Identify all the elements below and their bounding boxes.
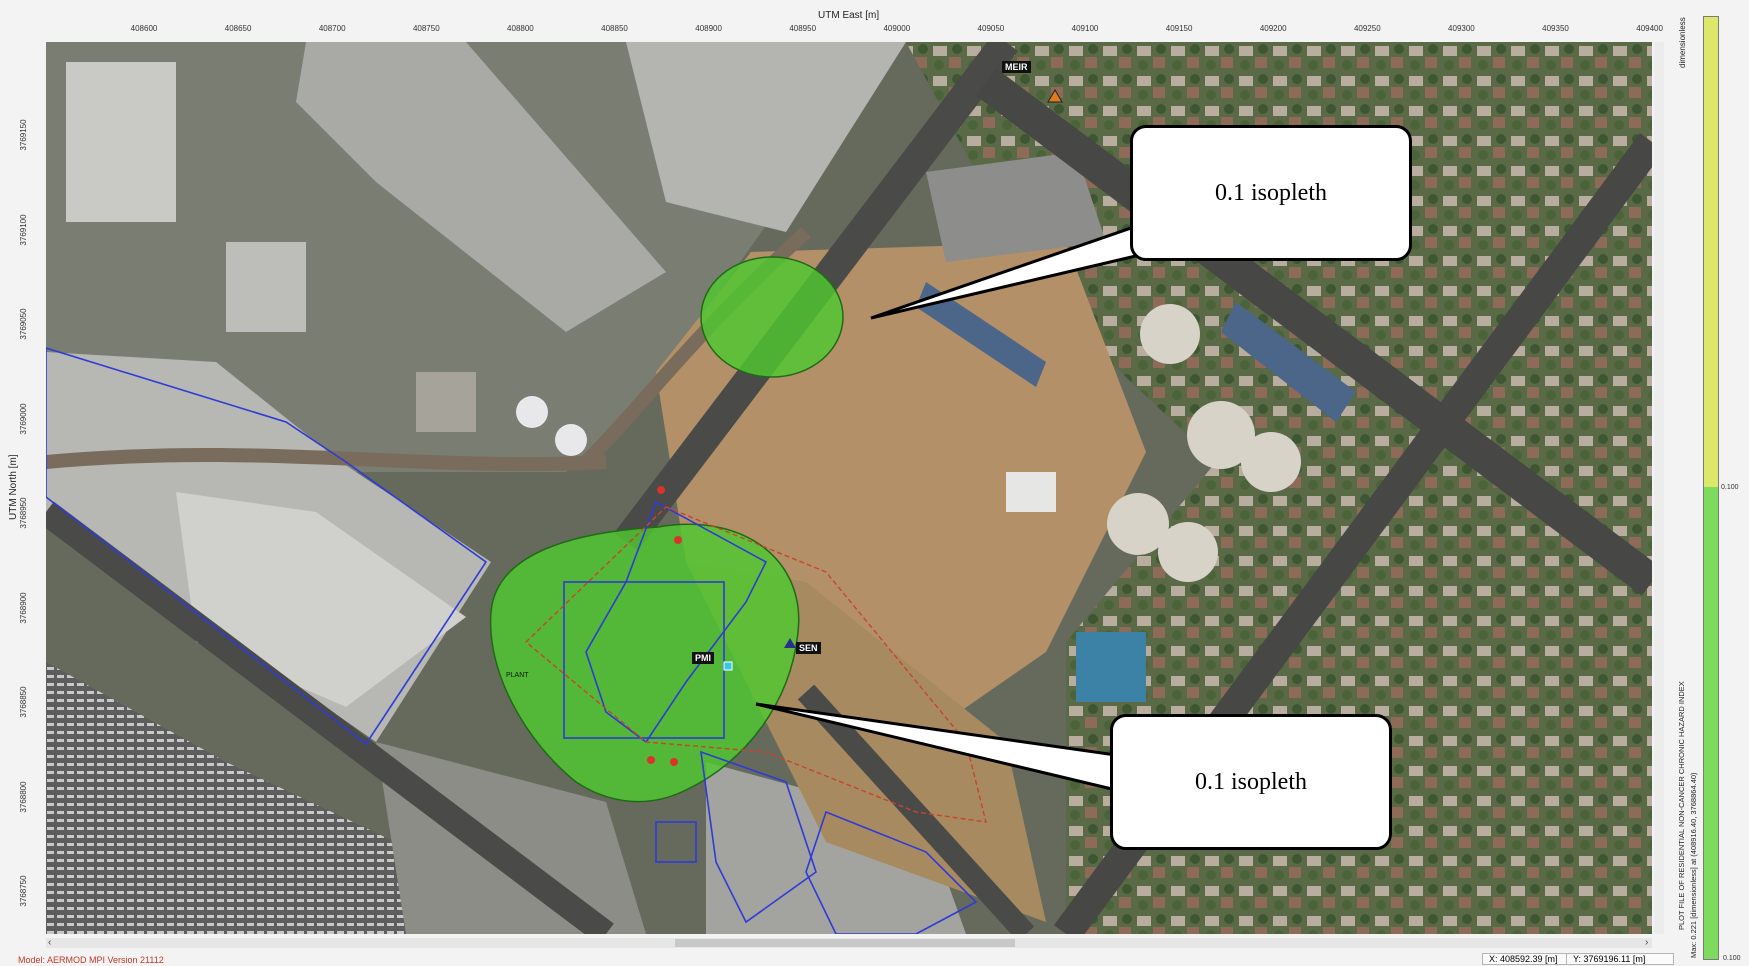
y-tick-label: 3769150 <box>19 119 29 151</box>
pmi-marker <box>723 661 733 671</box>
x-tick-label: 409000 <box>883 24 911 33</box>
callout-bottom: 0.1 isopleth <box>1110 714 1392 850</box>
model-version: Model: AERMOD MPI Version 21112 <box>18 955 164 965</box>
site-label: PLANT <box>506 672 529 679</box>
legend-units: dimensionless <box>1678 17 1687 68</box>
x-tick-label: 409050 <box>977 24 1005 33</box>
legend-plot-title: PLOT FILE OF RESIDENTIAL NON-CANCER CHRO… <box>1677 681 1686 930</box>
y-tick-label: 3768750 <box>19 875 29 907</box>
source-marker <box>657 486 665 494</box>
y-coordinate-readout: Y: 3769196.11 [m] <box>1566 953 1674 965</box>
x-coordinate-readout: X: 408592.39 [m] <box>1482 953 1572 965</box>
legend-upper-band <box>1704 17 1718 487</box>
callout-top-pointer <box>870 217 1158 320</box>
x-tick-label: 409300 <box>1448 24 1475 33</box>
legend-max-text: Max: 0.221 [dimensionless] at (408916.40… <box>1689 772 1698 958</box>
x-tick-label: 409150 <box>1165 24 1193 33</box>
x-tick-label: 409400 <box>1636 24 1663 33</box>
y-tick-label: 3768900 <box>19 591 29 624</box>
y-axis-title: UTM North [m] <box>8 454 19 520</box>
x-tick-label: 409250 <box>1353 24 1381 33</box>
x-tick-label: 408800 <box>507 24 534 33</box>
y-tick-label: 3769050 <box>19 308 29 340</box>
x-tick-label: 408850 <box>601 24 628 33</box>
scroll-left-arrow-icon[interactable]: ‹ <box>48 937 52 948</box>
scroll-right-arrow-icon[interactable]: › <box>1645 937 1649 948</box>
callout-top: 0.1 isopleth <box>1130 125 1412 261</box>
x-axis-title: UTM East [m] <box>818 10 880 21</box>
facility-boundaries <box>46 347 978 934</box>
x-tick-label: 408650 <box>224 24 252 33</box>
x-tick-label: 408900 <box>695 24 722 33</box>
aerial-map[interactable]: 0.1 isopleth 0.1 isopleth MEIR PMI SEN P… <box>46 42 1652 934</box>
callout-bottom-pointer <box>755 702 1138 797</box>
sen-marker <box>784 638 796 648</box>
y-tick-label: 3769100 <box>19 213 29 246</box>
x-tick-label: 409200 <box>1259 24 1287 33</box>
upper-isopleth <box>700 256 844 378</box>
meir-marker <box>1047 89 1063 103</box>
pmi-label: PMI <box>692 652 715 664</box>
sen-label: SEN <box>796 642 821 654</box>
x-tick-label: 408600 <box>130 24 158 33</box>
x-tick-label: 408700 <box>318 24 346 33</box>
legend-lower-band <box>1704 487 1718 959</box>
lower-isopleth <box>489 523 800 803</box>
y-tick-label: 3769000 <box>19 402 29 435</box>
property-line <box>524 506 987 823</box>
x-tick-label: 408750 <box>412 24 440 33</box>
x-tick-label: 409350 <box>1542 24 1569 33</box>
isopleth-contours <box>489 256 844 803</box>
color-legend-bar <box>1703 16 1719 960</box>
vertical-scrollbar[interactable] <box>1654 42 1664 934</box>
x-tick-label: 409100 <box>1071 24 1099 33</box>
legend-bottom-value: 0.100 <box>1723 955 1741 962</box>
y-tick-label: 3768800 <box>19 780 29 813</box>
y-tick-label: 3768950 <box>19 497 29 529</box>
horizontal-scroll-thumb[interactable] <box>675 939 1015 947</box>
x-tick-label: 408950 <box>789 24 817 33</box>
y-tick-label: 3768850 <box>19 686 29 718</box>
meir-label: MEIR <box>1002 61 1031 73</box>
legend-mid-value: 0.100 <box>1721 484 1739 491</box>
